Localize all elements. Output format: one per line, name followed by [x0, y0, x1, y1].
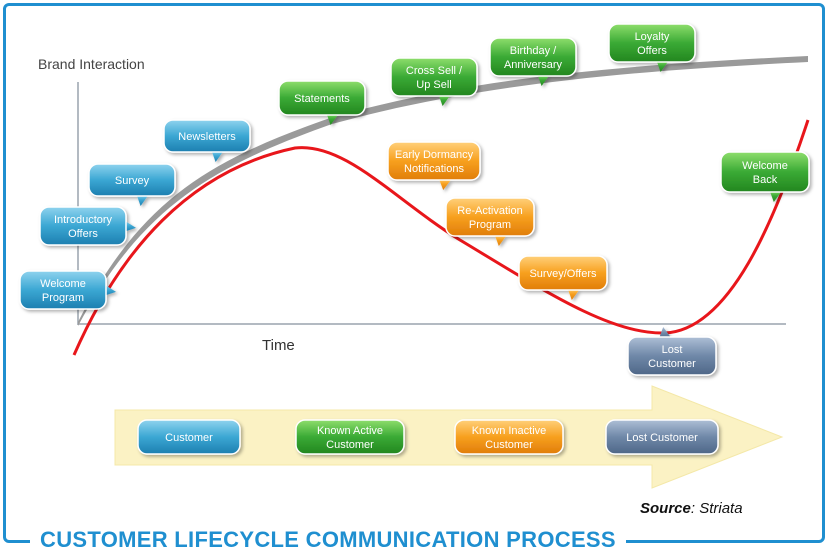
- bubble-tail: [769, 190, 783, 202]
- bubble-survey-offers: Survey/Offers: [518, 255, 608, 300]
- bubble-tail: [567, 288, 581, 300]
- bubble-survey: Survey: [88, 163, 176, 206]
- bubble-birthday: Birthday / Anniversary: [489, 37, 577, 86]
- bubble-body: [608, 23, 696, 63]
- bubble-label: Introductory: [54, 214, 113, 226]
- bubble-tail: [211, 150, 225, 162]
- bubble-label: Early Dormancy: [395, 149, 474, 161]
- bubble-newsletters: Newsletters: [163, 119, 251, 162]
- bubble-label: Survey: [115, 175, 150, 187]
- bubble-tail: [124, 220, 136, 232]
- bubble-label: Welcome: [40, 278, 86, 290]
- bubble-label: Program: [42, 292, 84, 304]
- bubble-tail: [104, 284, 116, 296]
- bubble-body: [518, 255, 608, 291]
- bubble-tail: [494, 234, 508, 246]
- bubble-body: [720, 151, 810, 193]
- bubble-cross-sell: Cross Sell / Up Sell: [390, 57, 478, 106]
- source-label: Source: [640, 500, 691, 517]
- bubble-label: Known Active: [317, 425, 383, 437]
- bubble-label: Notifications: [404, 163, 464, 175]
- bubble-label: Newsletters: [178, 131, 236, 143]
- bubble-label: Customer: [648, 358, 696, 370]
- bubble-tail: [136, 194, 150, 206]
- bubble-body: [445, 197, 535, 237]
- bubble-label: Lost Customer: [626, 432, 698, 444]
- bubble-label: Program: [469, 219, 511, 231]
- bubble-label: Welcome: [742, 160, 788, 172]
- bubble-body: [163, 119, 251, 153]
- bubble-label: Survey/Offers: [529, 268, 597, 280]
- bubble-tail: [326, 113, 340, 125]
- customer-activity-curve: [72, 119, 810, 356]
- bubble-label: Up Sell: [416, 79, 451, 91]
- bubble-tail: [438, 94, 452, 106]
- bubble-statements: Statements: [278, 80, 366, 125]
- bubble-tail: [656, 60, 670, 72]
- bubble-label: Customer: [165, 432, 213, 444]
- title-wrap: CUSTOMER LIFECYCLE COMMUNICATION PROCESS: [30, 527, 626, 553]
- bubble-label: Birthday /: [510, 45, 557, 57]
- bubble-tail: [537, 74, 551, 86]
- stage-arrow: [114, 385, 784, 489]
- bubble-body: [390, 57, 478, 97]
- bubble-body: [627, 336, 717, 376]
- bubble-body: [88, 163, 176, 197]
- bubble-body: [454, 419, 564, 455]
- bubble-label: Lost: [662, 344, 683, 356]
- bubble-body: [278, 80, 366, 116]
- bubble-label: Cross Sell /: [406, 65, 463, 77]
- bubble-tail: [658, 327, 672, 339]
- bubble-body: [19, 270, 107, 310]
- bubble-label: Back: [753, 174, 778, 186]
- bubble-label: Customer: [485, 439, 533, 451]
- source-credit: Source: Striata: [640, 500, 743, 517]
- bubble-body: [489, 37, 577, 77]
- x-axis-label: Time: [262, 337, 295, 354]
- bubble-body: [605, 419, 719, 455]
- bubble-label: Anniversary: [504, 59, 563, 71]
- bubble-label: Known Inactive: [472, 425, 547, 437]
- bubble-label: Re-Activation: [457, 205, 522, 217]
- bubble-body: [387, 141, 481, 181]
- bubble-body: [39, 206, 127, 246]
- bubble-label: Statements: [294, 93, 350, 105]
- stage-lost-customer: Lost Customer: [605, 419, 719, 455]
- bubble-body: [137, 419, 241, 455]
- bubble-label: Customer: [326, 439, 374, 451]
- bubble-label: Offers: [637, 45, 667, 57]
- stage-customer: Customer: [137, 419, 241, 455]
- bubble-body: [295, 419, 405, 455]
- bubble-label: Offers: [68, 228, 98, 240]
- y-axis-label: Brand Interaction: [38, 56, 145, 72]
- bubble-label: Loyalty: [635, 31, 670, 43]
- bubble-tail: [438, 178, 453, 190]
- diagram-title: CUSTOMER LIFECYCLE COMMUNICATION PROCESS: [40, 527, 616, 552]
- source-name: : Striata: [690, 500, 743, 517]
